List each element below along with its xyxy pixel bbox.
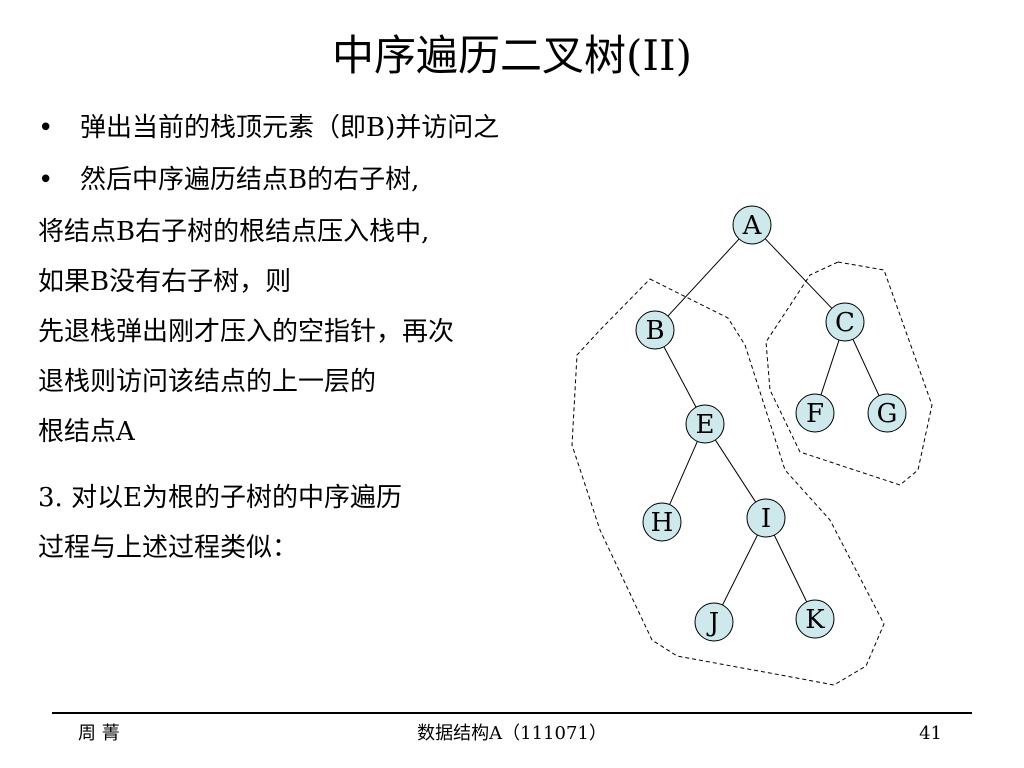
tree-node-circle: [825, 302, 865, 342]
tree-node-label: J: [706, 608, 719, 638]
tree-node-circle: [635, 310, 675, 350]
left-subtree-outline: [571, 278, 885, 686]
text-line: 先退栈弹出刚才压入的空指针，再次: [38, 317, 455, 347]
tree-node-I: I: [746, 498, 786, 538]
tree-node-circle: [746, 498, 786, 538]
tree-node-circle: [795, 599, 835, 639]
bullet-dot: •: [38, 113, 54, 143]
tree-node-circle: [732, 205, 772, 245]
bullet-text: 弹出当前的栈顶元素（即B)并访问之: [80, 113, 500, 143]
tree-node-label: I: [761, 504, 771, 534]
right-subtree-outline: [765, 261, 933, 486]
tree-node-E: E: [685, 404, 725, 444]
tree-node-K: K: [795, 599, 835, 639]
tree-edge-E-I: [714, 439, 757, 503]
tree-node-label: C: [835, 308, 855, 338]
tree-node-label: K: [805, 605, 825, 635]
tree-edge-A-C: [764, 238, 833, 309]
tree-node-label: B: [645, 316, 664, 346]
tree-edge-C-F: [820, 339, 840, 396]
step-line: 过程与上述过程类似：: [38, 533, 299, 563]
bullet-dot: •: [38, 165, 54, 195]
tree-edge-B-E: [663, 346, 697, 408]
footer-author: 周 菁: [78, 723, 120, 744]
text-line: 将结点B右子树的根结点压入栈中,: [38, 217, 430, 247]
tree-node-label: E: [696, 410, 715, 440]
tree-node-label: F: [806, 399, 824, 429]
slide-title: 中序遍历二叉树(II): [332, 31, 692, 80]
tree-edge-C-G: [852, 339, 880, 396]
text-line: 退栈则访问该结点的上一层的: [38, 367, 377, 397]
tree-node-G: G: [867, 393, 907, 433]
tree-node-label: A: [742, 211, 763, 241]
tree-node-label: H: [651, 508, 674, 538]
step-line: 3. 对以E为根的子树的中序遍历: [38, 483, 403, 513]
tree-node-A: A: [732, 205, 772, 245]
footer-page-number: 41: [919, 723, 942, 744]
tree-node-C: C: [825, 302, 865, 342]
text-line: 如果B没有右子树，则: [38, 267, 292, 297]
tree-node-circle: [795, 393, 835, 433]
tree-node-F: F: [795, 393, 835, 433]
tree-node-circle: [694, 602, 734, 642]
tree-node-circle: [685, 404, 725, 444]
tree-node-circle: [867, 393, 907, 433]
tree-node-H: H: [642, 502, 682, 542]
bullet-text: 然后中序遍历结点B的右子树,: [80, 165, 420, 195]
text-line: 根结点A: [38, 417, 135, 447]
tree-edge-E-H: [669, 441, 698, 505]
tree-edge-A-B: [667, 238, 740, 317]
tree-node-circle: [642, 502, 682, 542]
footer-divider: [52, 712, 972, 714]
tree-edge-I-K: [773, 534, 808, 603]
tree-node-label: G: [877, 399, 898, 429]
tree-node-J: J: [694, 602, 734, 642]
footer-course: 数据结构A（111071）: [417, 723, 607, 744]
tree-node-B: B: [635, 310, 675, 350]
tree-edge-I-J: [722, 534, 758, 606]
